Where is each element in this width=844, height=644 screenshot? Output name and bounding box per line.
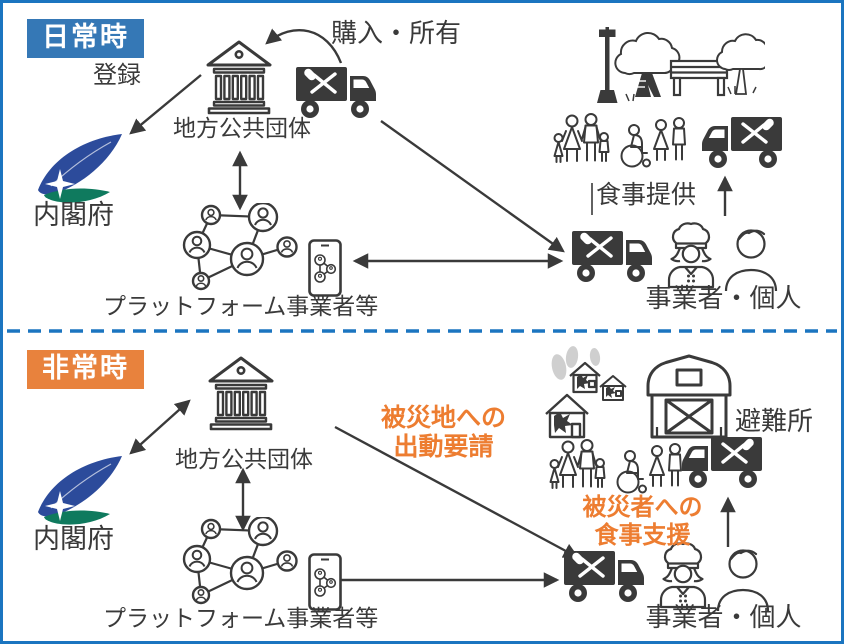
dispatch-request-arrow	[334, 425, 580, 559]
dispatch-request-line1: 被災地への	[380, 404, 506, 432]
cabinet-municipality-double-arrow	[129, 399, 191, 455]
municipality-label-2: 地方公共団体	[175, 446, 313, 472]
meal-support-line2: 食事支援	[594, 521, 691, 549]
purchase-curved-arrow	[265, 28, 343, 64]
evacuees-icon	[549, 439, 699, 497]
platform-operators-label: プラットフォーム事業者等	[103, 293, 379, 319]
dispatch-request-line2: 出動要請	[393, 432, 494, 461]
residents-icon	[553, 113, 703, 171]
shelter-label: 避難所	[735, 406, 814, 436]
kitchen-car-icon	[295, 63, 379, 121]
meal-support-label: 被災者への 食事支援	[565, 494, 720, 549]
government-building-icon	[203, 38, 275, 116]
platform-network-icon-2	[182, 517, 342, 611]
register-arrow	[129, 74, 202, 135]
operators-individuals-label: 事業者・個人	[645, 283, 802, 313]
register-label: 登録	[93, 62, 141, 89]
platform-operators-label-2: プラットフォーム事業者等	[103, 605, 379, 631]
cabinet-office-label: 内閣府	[33, 200, 114, 230]
meal-support-line1: 被災者への	[582, 494, 703, 521]
meal-provision-label: 食事提供	[596, 181, 697, 209]
municipality-label: 地方公共団体	[173, 115, 311, 141]
kitchen-car-left-icon	[699, 113, 783, 171]
dispatch-request-label: 被災地への 出動要請	[361, 404, 526, 462]
chef-icon-2	[655, 541, 713, 609]
cabinet-office-label-2: 内閣府	[33, 524, 114, 554]
cabinet-office-logo-icon	[29, 129, 129, 205]
emergency-time-badge: 非常時	[27, 350, 144, 389]
platform-network-icon	[182, 203, 342, 297]
arrows-overlay	[7, 28, 837, 588]
person-icon	[723, 227, 779, 291]
cabinet-office-logo-icon-2	[29, 451, 129, 527]
park-icon	[585, 27, 765, 117]
truck-to-operators-arrow	[380, 120, 565, 253]
chef-icon	[663, 221, 721, 289]
operators-kitchen-car-icon	[571, 227, 655, 285]
kitchen-car-left-icon-2	[679, 433, 763, 491]
smartphone-icon-2	[308, 553, 342, 611]
purchase-ownership-label: 購入・所有	[331, 18, 462, 48]
shelter-barn-icon	[639, 353, 739, 441]
government-building-icon-2	[205, 354, 277, 432]
operators-individuals-label-2: 事業者・個人	[645, 602, 802, 632]
damaged-houses-icon	[545, 345, 640, 440]
normal-time-badge: 日常時	[27, 19, 144, 58]
smartphone-icon	[308, 239, 342, 297]
operators-kitchen-car-icon-2	[563, 547, 647, 605]
